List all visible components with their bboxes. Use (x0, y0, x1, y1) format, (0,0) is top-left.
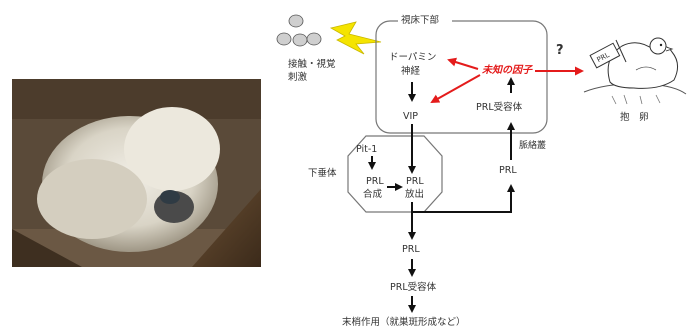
hypothalamus-box (375, 20, 548, 134)
prl-receptor-upper-label: PRL受容体 (476, 101, 523, 113)
peripheral-action-label: 末梢作用（就巣斑形成など） (342, 316, 466, 328)
prl-synthesis-label-2: 合成 (363, 188, 383, 200)
pit1-label: Pit-1 (356, 144, 377, 155)
pituitary-label: 下垂体 (308, 167, 337, 179)
prl-synthesis-label-1: PRL (366, 176, 384, 187)
broody-hen-illustration: PRL (583, 37, 687, 105)
lightning-icon (329, 21, 382, 55)
broodiness-label: 抱 卵 (620, 111, 649, 123)
eggs-icon (276, 14, 322, 47)
dopamine-label-1: ドーパミン (389, 52, 436, 63)
hen-photo (12, 79, 261, 267)
portal-vessel-label: 脈絡叢 (519, 139, 546, 151)
silkie-hen-photo (12, 79, 261, 267)
stimulus-label-2: 刺激 (288, 71, 308, 83)
prl-receptor-bottom-label: PRL受容体 (390, 281, 437, 293)
question-mark: ? (556, 43, 564, 58)
prl-side-label: PRL (499, 165, 517, 176)
unknown-factor-label: 未知の因子 (482, 64, 533, 76)
hypothalamus-label: 視床下部 (401, 14, 439, 26)
dopamine-label-2: 神経 (401, 65, 421, 77)
stimulus-label-1: 接触・視覚 (288, 58, 336, 70)
prl-bottom-label: PRL (402, 244, 420, 255)
prl-release-label-2: 放出 (405, 188, 424, 200)
prl-release-label-1: PRL (406, 176, 424, 187)
vip-label: VIP (403, 111, 418, 122)
